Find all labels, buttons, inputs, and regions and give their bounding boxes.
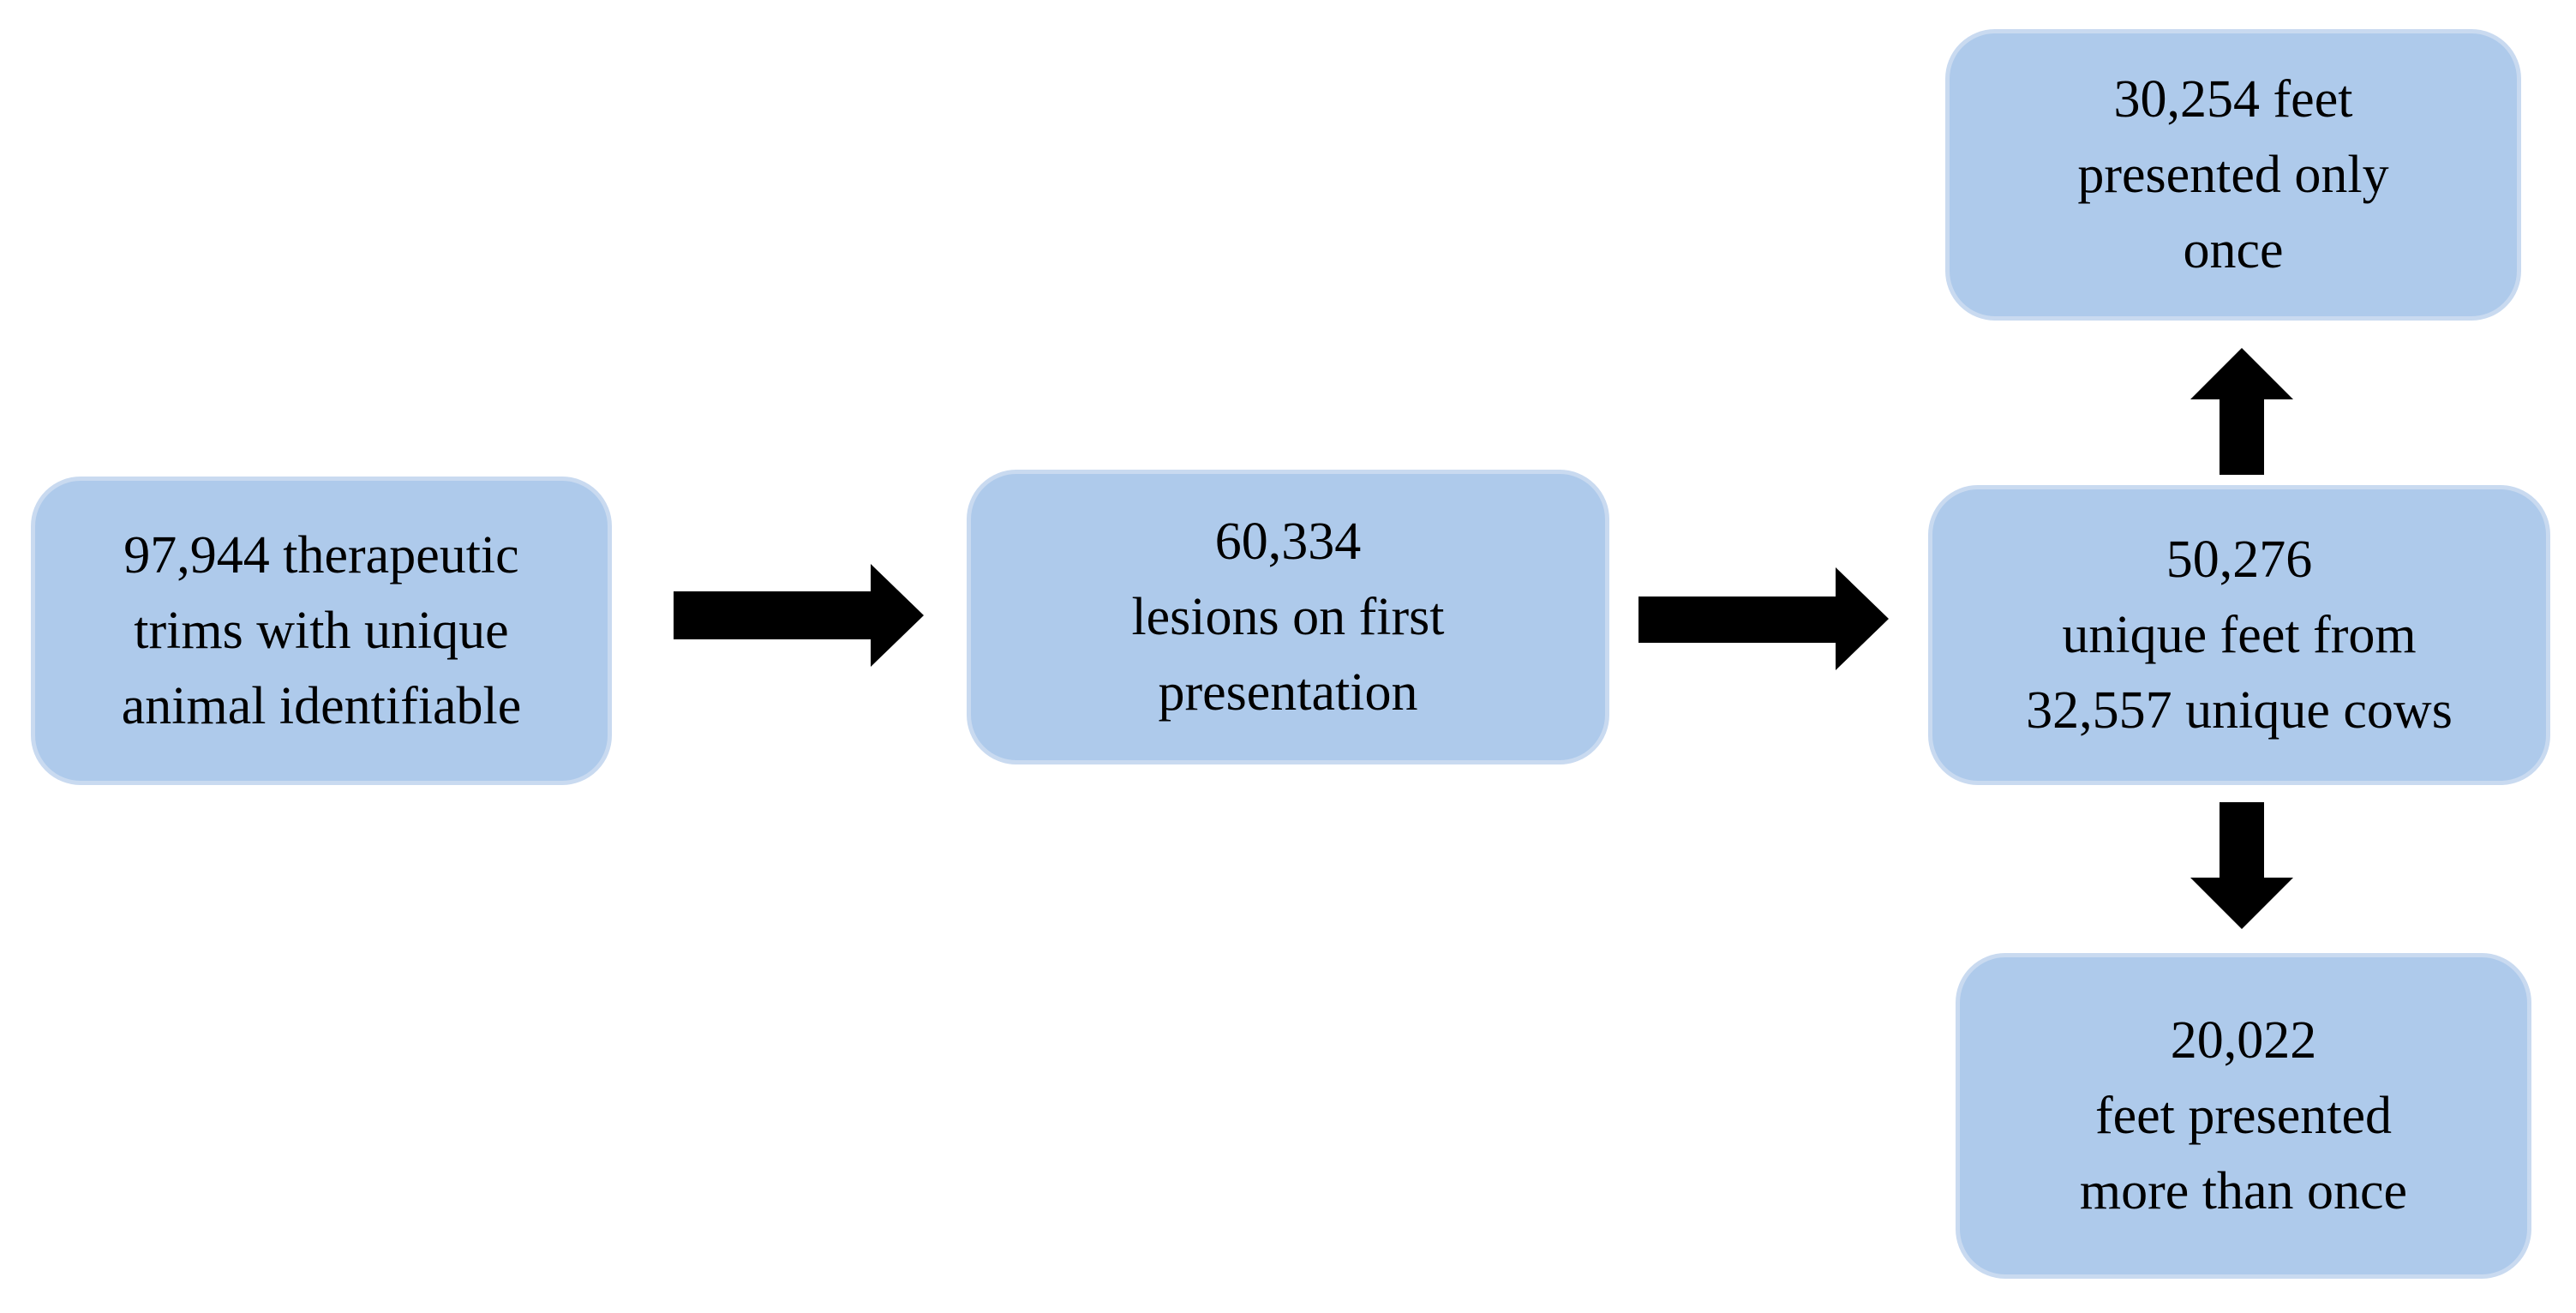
trims-line-1: 97,944 therapeutic — [123, 526, 519, 585]
presented-once-line-3: once — [2183, 221, 2284, 279]
trims-line-2: trims with unique — [134, 602, 509, 660]
unique-feet-line-1: 50,276 — [2166, 531, 2313, 589]
arrow-down-to-presented-more — [2190, 802, 2293, 929]
unique-feet-text: 50,276 unique feet from 32,557 unique co… — [2026, 522, 2453, 748]
lesions-line-3: presentation — [1158, 663, 1418, 722]
presented-more-text: 20,022 feet presented more than once — [2080, 1003, 2407, 1229]
trims-text: 97,944 therapeutic trims with unique ani… — [122, 518, 522, 744]
lesions-box: 60,334 lesions on first presentation — [967, 470, 1609, 764]
presented-once-box: 30,254 feet presented only once — [1945, 29, 2521, 321]
lesions-text: 60,334 lesions on first presentation — [1131, 504, 1444, 730]
lesions-line-1: 60,334 — [1214, 513, 1362, 571]
arrow-trims-to-lesions — [674, 564, 924, 667]
unique-feet-line-2: unique feet from — [2062, 606, 2417, 664]
presented-once-text: 30,254 feet presented only once — [2077, 62, 2388, 288]
unique-feet-box: 50,276 unique feet from 32,557 unique co… — [1928, 485, 2550, 785]
presented-more-line-3: more than once — [2079, 1162, 2408, 1220]
arrow-up-to-presented-once — [2190, 348, 2293, 475]
presented-more-line-1: 20,022 — [2170, 1011, 2317, 1070]
presented-once-line-2: presented only — [2077, 146, 2389, 204]
lesions-line-2: lesions on first — [1131, 588, 1445, 646]
unique-feet-line-3: 32,557 unique cows — [2026, 681, 2453, 740]
trims-line-3: animal identifiable — [121, 677, 522, 735]
presented-once-line-1: 30,254 feet — [2113, 70, 2353, 129]
presented-more-box: 20,022 feet presented more than once — [1956, 953, 2531, 1279]
trims-box: 97,944 therapeutic trims with unique ani… — [31, 477, 612, 785]
arrow-lesions-to-unique-feet — [1638, 567, 1889, 670]
presented-more-line-2: feet presented — [2095, 1087, 2392, 1145]
